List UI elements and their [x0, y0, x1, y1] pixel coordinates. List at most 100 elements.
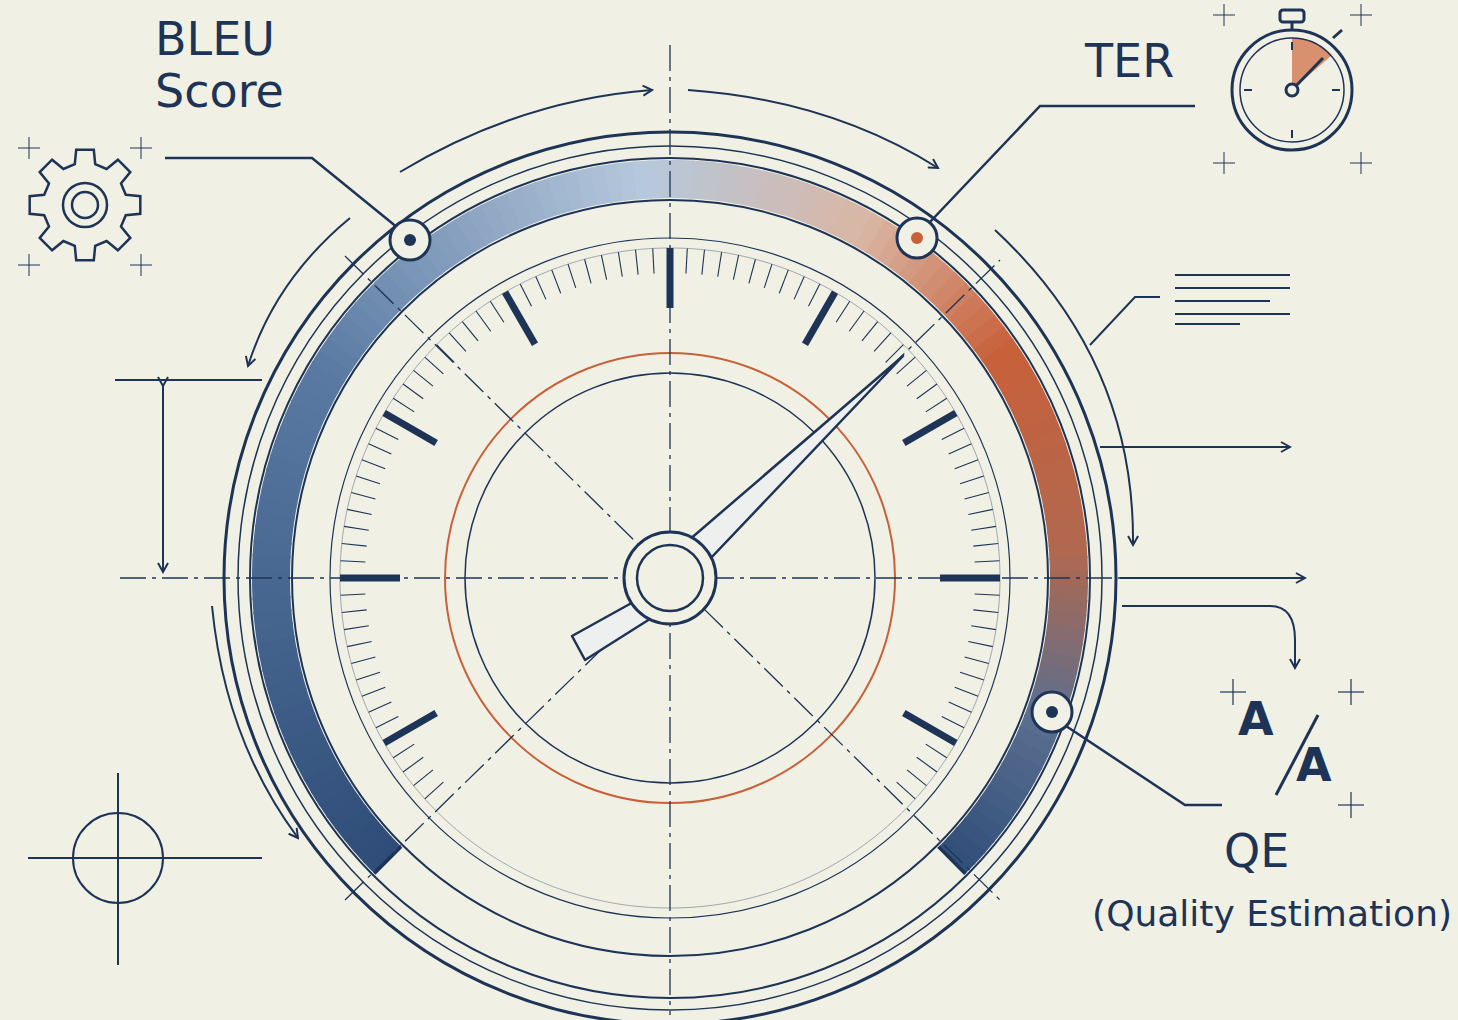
band-segment — [813, 206, 828, 212]
band-segment — [441, 242, 454, 251]
band-segment — [1059, 488, 1062, 504]
minor-tick — [949, 702, 972, 712]
motion-arrow — [400, 90, 652, 172]
band-segment — [1047, 448, 1052, 463]
minor-tick — [965, 657, 989, 663]
band-segment — [921, 268, 933, 278]
minor-tick — [425, 357, 444, 374]
minor-tick — [425, 782, 444, 799]
band-segment — [1003, 784, 1012, 798]
minor-tick — [342, 544, 367, 547]
band-segment — [276, 500, 279, 516]
metric-label: QE — [1224, 826, 1289, 878]
band-segment — [527, 200, 542, 205]
band-segment — [1066, 613, 1068, 629]
major-tick — [505, 292, 535, 344]
band-segment — [732, 184, 748, 187]
band-segment — [464, 228, 478, 236]
minor-tick — [414, 770, 433, 786]
band-segment — [1052, 461, 1056, 476]
band-segment — [876, 236, 890, 245]
metric-label: BLEU Score — [155, 14, 340, 117]
band-segment — [1050, 571, 1088, 587]
band-segment — [335, 347, 344, 360]
band-segment — [252, 583, 291, 599]
minor-tick — [968, 641, 992, 646]
minor-tick — [618, 252, 622, 277]
band-segment — [1019, 385, 1026, 399]
band-segment — [540, 196, 555, 201]
motion-arrow — [212, 606, 298, 838]
minor-tick — [907, 770, 926, 786]
minor-tick — [794, 277, 804, 300]
band-segment — [580, 186, 596, 189]
callout-dot-center — [404, 234, 416, 246]
minor-tick — [973, 544, 998, 547]
major-tick — [384, 413, 436, 443]
minor-tick — [965, 493, 989, 499]
band-segment — [288, 693, 293, 708]
band-segment — [281, 473, 285, 489]
text-icon — [1175, 323, 1240, 325]
callout-dot — [390, 220, 430, 260]
minor-tick — [414, 370, 433, 386]
band-segment — [377, 849, 388, 861]
major-tick — [805, 292, 835, 344]
leader-line — [165, 158, 398, 228]
band-segment — [705, 181, 721, 183]
minor-tick — [926, 744, 947, 758]
minor-tick — [897, 782, 916, 799]
minor-tick — [917, 757, 937, 772]
minor-tick — [344, 526, 369, 530]
band-segment — [308, 745, 315, 759]
minor-tick — [552, 270, 561, 293]
dimension-line — [162, 386, 164, 572]
crosshair-symbol — [28, 857, 262, 859]
band-segment — [1018, 759, 1026, 773]
band-segment — [989, 338, 998, 351]
minor-tick — [949, 444, 972, 454]
minor-tick — [356, 476, 380, 484]
minor-tick — [849, 311, 864, 331]
needle-hub — [637, 545, 703, 611]
minor-tick — [342, 610, 367, 613]
band-segment — [271, 597, 272, 613]
band-segment — [343, 336, 352, 349]
minor-tick — [347, 509, 371, 514]
band-segment — [910, 259, 923, 269]
band-segment — [970, 829, 980, 841]
leader-line — [1090, 297, 1160, 345]
band-segment — [1064, 516, 1066, 532]
callout-dot-center — [911, 232, 923, 244]
band-segment — [553, 192, 568, 196]
band-segment — [1011, 771, 1019, 785]
band-segment — [932, 277, 944, 288]
band-segment — [320, 770, 328, 784]
minor-tick — [351, 493, 375, 499]
band-segment — [1005, 361, 1013, 375]
band-segment — [359, 827, 369, 839]
band-segment — [273, 527, 275, 543]
band-segment — [278, 652, 281, 668]
band-segment — [342, 805, 351, 818]
minor-tick — [907, 370, 926, 386]
needle-hub — [624, 532, 716, 624]
band-segment — [996, 795, 1005, 808]
band-segment — [272, 611, 274, 627]
band-segment — [851, 222, 865, 230]
minor-tick — [749, 259, 755, 283]
center-line — [669, 45, 670, 1015]
band-segment — [863, 229, 877, 237]
band-segment — [368, 838, 379, 850]
minor-tick — [733, 255, 738, 279]
band-segment — [826, 211, 841, 218]
minor-tick — [942, 428, 964, 439]
minor-tick — [971, 526, 996, 530]
minor-tick — [376, 428, 398, 439]
minor-tick — [369, 702, 392, 712]
minor-tick — [942, 716, 964, 727]
band-segment — [962, 306, 973, 318]
band-segment — [360, 315, 370, 327]
band-segment — [1064, 627, 1066, 643]
band-segment — [284, 679, 288, 694]
